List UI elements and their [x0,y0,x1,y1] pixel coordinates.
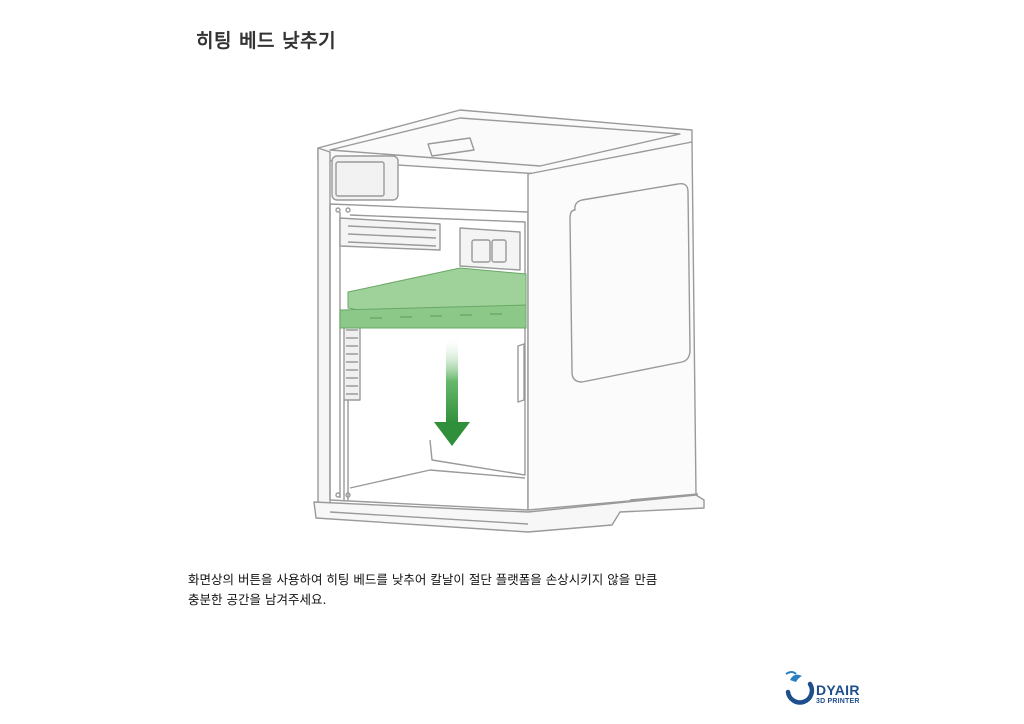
printer-front-frame [317,147,331,506]
logo-brand: DYAIR [816,682,860,698]
printer-base [313,494,705,533]
down-arrow-icon [434,338,470,446]
heated-bed [339,267,527,329]
printer-side-panel [527,141,697,511]
logo-wordmark: DYAIR 3D PRINTER [816,683,860,705]
dyair-logo-icon [785,671,815,705]
instruction-line-1: 화면상의 버튼을 사용하여 히팅 베드를 낮추어 칼날이 절단 플랫폼을 손상시… [188,572,658,587]
printer-illustration [313,109,705,533]
page-title: 히팅 베드 낮추기 [196,30,337,52]
instruction-text: 화면상의 버튼을 사용하여 히팅 베드를 낮추어 칼날이 절단 플랫폼을 손상시… [188,570,748,610]
printer-screen [331,155,399,201]
logo-subtitle: 3D PRINTER [816,698,860,705]
instruction-line-2: 충분한 공간을 남겨주세요. [188,592,327,607]
